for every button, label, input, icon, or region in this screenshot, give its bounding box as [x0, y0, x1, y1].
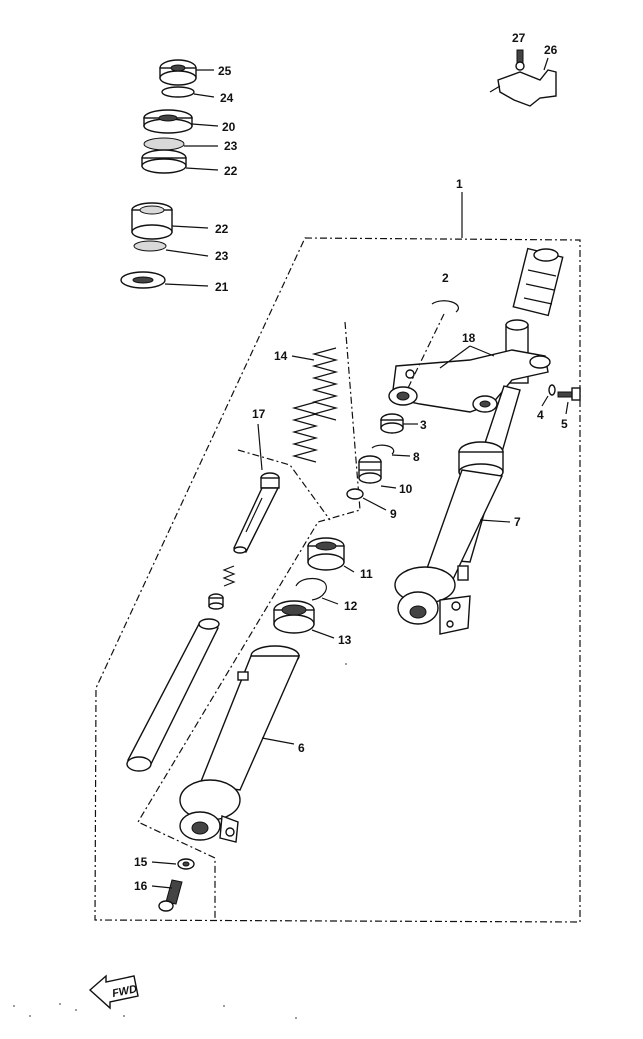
outer-tube-7: [394, 385, 521, 635]
steering-stem-18: [388, 247, 564, 413]
callout-25: 25: [218, 64, 232, 78]
callout-5: 5: [561, 417, 568, 431]
leader-12: [321, 597, 339, 605]
leader-13: [311, 629, 335, 639]
assembly-boundary: [94, 237, 581, 923]
callout-16: 16: [134, 879, 148, 893]
spring-14: [291, 347, 339, 463]
oil-seal-11: [307, 537, 345, 571]
callout-4: 4: [537, 408, 544, 422]
callout-9: 9: [390, 507, 397, 521]
ring-nut-20: [143, 109, 193, 134]
callout-10: 10: [399, 482, 413, 496]
leader-17: [257, 423, 263, 471]
leader-18b: [469, 345, 495, 357]
leader-5: [565, 401, 569, 415]
leader-14: [291, 355, 315, 361]
washer-24: [161, 86, 195, 98]
leader-20: [191, 123, 219, 127]
callout-22a: 22: [224, 164, 238, 178]
callout-1: 1: [456, 177, 463, 191]
leader-9: [362, 497, 387, 511]
leader-4: [541, 395, 549, 407]
callout-11: 11: [360, 567, 373, 581]
leader-22b: [171, 225, 209, 229]
damper-group-boundary: [137, 321, 361, 918]
inner-tube: [126, 618, 220, 772]
ball-race-23-upper: [143, 137, 185, 151]
callout-23b: 23: [215, 249, 229, 263]
callout-12: 12: [344, 599, 358, 613]
seal-21: [120, 271, 166, 289]
bracket-26: [489, 69, 557, 107]
plug-9: [346, 488, 364, 500]
fwd-label: FWD: [111, 983, 138, 1000]
scan-specks: [13, 663, 347, 1019]
leader-16: [151, 885, 173, 889]
bearing-22-upper: [141, 149, 187, 174]
bolt-27: [515, 49, 525, 71]
leader-8: [391, 454, 411, 457]
leader-11: [343, 565, 355, 573]
leader-15: [151, 861, 177, 865]
callout-13: 13: [338, 633, 352, 647]
circlip-2: [431, 300, 460, 313]
axis-2: [407, 313, 445, 389]
bearing-22-lower: [131, 202, 173, 240]
callout-14: 14: [274, 349, 288, 363]
callout-6: 6: [298, 741, 305, 755]
callout-21: 21: [215, 280, 229, 294]
fwd-arrow: [88, 974, 139, 1010]
callout-18: 18: [462, 331, 476, 345]
callout-23a: 23: [224, 139, 238, 153]
callout-7: 7: [514, 515, 521, 529]
clip-12: [295, 577, 327, 601]
leader-10: [380, 485, 397, 489]
leader-6: [261, 737, 295, 745]
dust-seal-13: [273, 600, 315, 634]
damper-rod-17: [208, 472, 280, 610]
callout-8: 8: [413, 450, 420, 464]
damper-group-boundary-2: [237, 449, 331, 521]
cap-3: [380, 413, 404, 434]
leader-23b: [165, 249, 209, 257]
leader-24: [193, 93, 215, 98]
washer-4: [548, 384, 556, 396]
bushing-10: [358, 455, 382, 484]
leader-18a: [439, 345, 471, 369]
washer-15: [177, 858, 195, 870]
callout-26: 26: [544, 43, 558, 57]
callout-3: 3: [420, 418, 427, 432]
bolt-16: [158, 879, 183, 912]
outer-tube-6: [179, 645, 301, 843]
bolt-5: [557, 387, 581, 401]
callout-24: 24: [220, 91, 234, 105]
leader-26: [543, 57, 549, 71]
leader-7: [479, 519, 511, 523]
locknut-25: [159, 59, 197, 86]
callout-2: 2: [442, 271, 449, 285]
callout-15: 15: [134, 855, 148, 869]
callout-22b: 22: [215, 222, 229, 236]
callout-27: 27: [512, 31, 526, 45]
leader-22a: [185, 167, 219, 171]
circlip-8: [371, 444, 395, 455]
leader-21: [164, 283, 209, 287]
callout-17: 17: [252, 407, 266, 421]
ball-race-23-lower: [133, 240, 167, 252]
callout-20: 20: [222, 120, 236, 134]
